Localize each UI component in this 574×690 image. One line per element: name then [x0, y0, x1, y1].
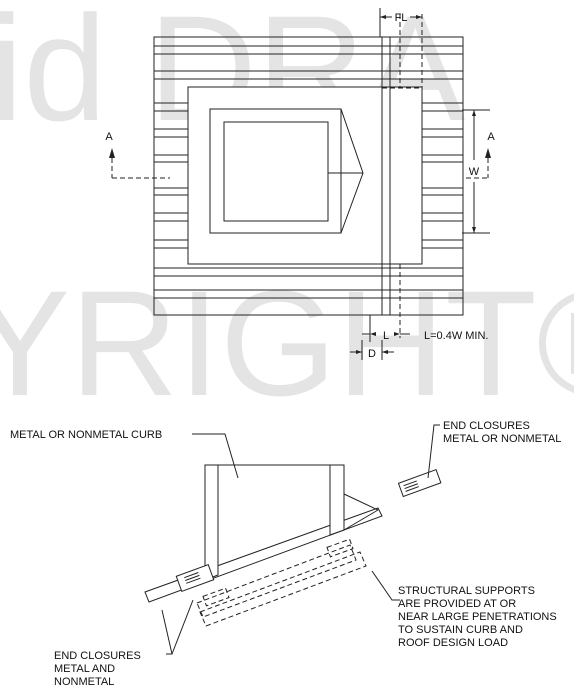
- svg-text:METAL OR NONMETAL: METAL OR NONMETAL: [443, 433, 561, 445]
- section-mark-right-label: A: [487, 131, 495, 143]
- formula-label: L=0.4W MIN.: [424, 330, 489, 342]
- flashing-hidden-lines: [111, 14, 489, 338]
- cricket-section: [343, 493, 379, 511]
- callout-end-closures-top: END CLOSURES METAL OR NONMETAL: [443, 420, 561, 445]
- roof-panel-outline: [153, 36, 464, 316]
- dimension-d-label: D: [368, 348, 376, 360]
- section-mark-left-label: A: [105, 131, 113, 143]
- curb-opening: [223, 121, 329, 222]
- dimension-fl-label: FL: [395, 12, 408, 24]
- callout-end-closures-bottom: END CLOSURES METAL AND NONMETAL: [54, 650, 141, 688]
- end-closure-top: [397, 469, 442, 498]
- end-closure-bottom: [175, 564, 215, 592]
- watermark-line-2: YRIGHT® ICC: [0, 259, 574, 427]
- svg-text:ARE PROVIDED AT OR: ARE PROVIDED AT OR: [398, 598, 516, 610]
- dimension-l-label: L: [383, 330, 389, 342]
- structural-supports: [196, 538, 367, 627]
- dimension-w-label: W: [469, 166, 480, 178]
- callout-curb: METAL OR NONMETAL CURB: [10, 429, 162, 441]
- svg-text:ROOF DESIGN LOAD: ROOF DESIGN LOAD: [398, 637, 508, 649]
- svg-text:METAL AND: METAL AND: [54, 663, 115, 675]
- svg-text:STRUCTURAL SUPPORTS: STRUCTURAL SUPPORTS: [398, 585, 535, 597]
- svg-text:END CLOSURES: END CLOSURES: [54, 650, 141, 662]
- svg-text:END CLOSURES: END CLOSURES: [443, 420, 530, 432]
- curb-section: [204, 464, 345, 581]
- svg-text:NONMETAL: NONMETAL: [54, 676, 114, 688]
- section-view: [144, 424, 442, 655]
- leader-lines: [161, 424, 440, 655]
- dimension-w: [462, 109, 490, 234]
- section-arrow-right: [485, 148, 491, 158]
- svg-text:NEAR LARGE PENETRATIONS: NEAR LARGE PENETRATIONS: [398, 611, 557, 623]
- svg-text:TO SUSTAIN CURB AND: TO SUSTAIN CURB AND: [398, 624, 523, 636]
- curb-outer: [209, 108, 342, 234]
- dimension-l: [362, 315, 410, 342]
- callout-supports: STRUCTURAL SUPPORTS ARE PROVIDED AT OR N…: [398, 585, 557, 649]
- section-arrow-left: [109, 148, 115, 158]
- plan-view: [109, 8, 491, 360]
